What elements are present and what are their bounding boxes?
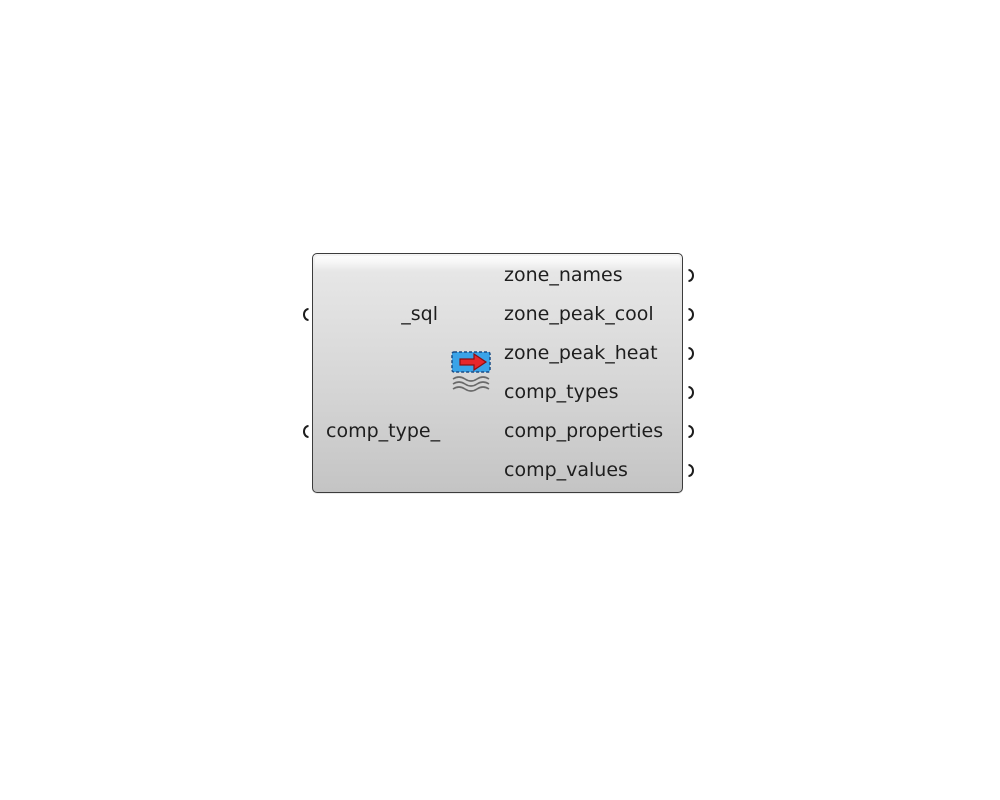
input-grip-sql[interactable] [303,308,309,321]
output-grip-zone-peak-cool[interactable] [688,308,694,321]
output-grip-comp-values[interactable] [688,464,694,477]
output-label-zone-peak-heat[interactable]: zone_peak_heat [504,342,658,364]
output-label-zone-peak-cool[interactable]: zone_peak_cool [504,303,654,325]
input-label-comp-type[interactable]: comp_type_ [326,420,441,442]
load-sql-results-icon [451,351,491,392]
output-grip-comp-properties[interactable] [688,425,694,438]
output-grip-zone-names[interactable] [688,269,694,282]
output-label-comp-values[interactable]: comp_values [504,459,628,481]
output-grip-comp-types[interactable] [688,386,694,399]
output-label-comp-types[interactable]: comp_types [504,381,619,403]
output-label-zone-names[interactable]: zone_names [504,264,623,286]
output-grip-zone-peak-heat[interactable] [688,347,694,360]
component-body[interactable] [312,253,683,493]
input-grip-comp-type[interactable] [303,425,309,438]
input-label-sql[interactable]: _sql [401,303,438,325]
output-label-comp-properties[interactable]: comp_properties [504,420,664,442]
